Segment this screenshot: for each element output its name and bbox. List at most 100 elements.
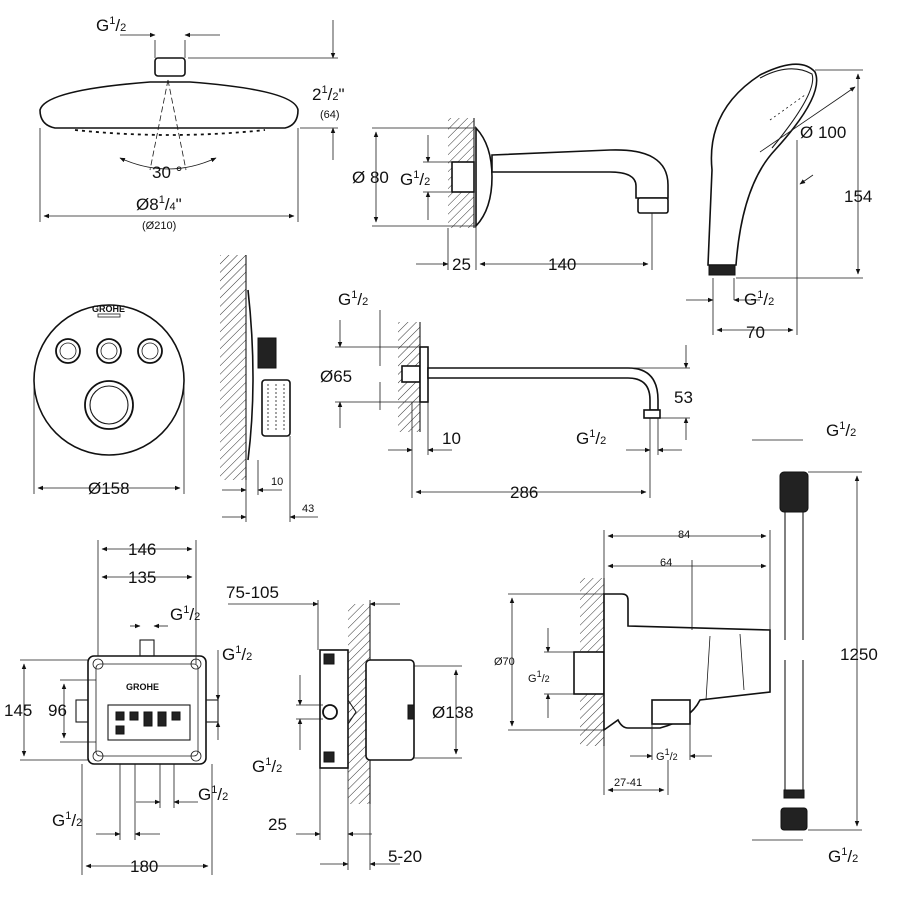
elbow-thread-label: G1/2 [528,669,550,685]
spout-outlet [637,197,669,214]
box-adjust-label: 5-20 [388,847,422,866]
arm-outlet [643,409,661,419]
spout-thread-label: G1/2 [400,169,430,189]
outlet-button-2-inner [100,342,118,360]
elbow-detail [705,633,745,701]
spout-wall-label: 25 [452,255,471,274]
hand-shower-nozzles [769,94,806,121]
thermostat-side-labels: 10 43 [271,476,314,515]
head-diameter-mm: (Ø210) [142,220,176,232]
head-shower-connector [154,57,186,77]
outlet-button-3-inner [141,342,159,360]
box-symbol [115,711,125,721]
hand-shower-view [686,63,863,335]
box-height-outer-label: 145 [4,701,32,720]
spout-flange [475,125,493,229]
elbow-wall-label: 27-41 [614,777,642,789]
hose-nut-bottom [780,807,808,831]
wall-hatch [348,604,370,804]
box-symbol [143,711,153,727]
box-screw [92,750,104,762]
spout-flange-label: Ø 80 [352,168,389,187]
arm-length-label: 286 [510,483,538,502]
dim-line [799,174,814,185]
head-diameter-label: Ø81/4" [136,194,182,214]
wall-hatch [220,255,246,480]
box-side-thread-label: G1/2 [252,756,282,776]
shower-arm-view [335,310,690,498]
box-height-inner-label: 96 [48,701,67,720]
box-diameter-label: Ø138 [432,703,474,722]
arm-flange [419,346,429,403]
thermo-depth-a: 10 [271,476,283,488]
box-bottom-thread-label: G1/2 [52,810,82,830]
arm-pipe [427,367,659,411]
hand-shower-ring [708,264,736,276]
box-side-arrow [347,698,357,726]
head-height-label: 21/2" [312,84,345,104]
box-screw [92,658,104,670]
head-shower-nozzles [74,129,266,136]
hose-nut-top [779,471,809,513]
box-top-inlet [139,639,155,657]
thermostat-knob [84,380,134,430]
head-thread-label: G1/2 [96,15,126,35]
elbow-width-outer-label: 84 [678,529,690,541]
outlet-button-3 [137,338,163,364]
concealed-box-front-labels: 146 135 145 96 G1/2 G1/2 G1/2 G1/2 180 [4,540,252,876]
spout-length-label: 140 [548,255,576,274]
thermostat-logo: GROHE [92,304,125,314]
arm-flange-label: Ø65 [320,367,352,386]
thermostat-rosette [33,304,185,456]
dim-line [841,86,856,97]
box-outlet-thread-label: G1/2 [198,784,228,804]
wall-elbow-labels: 84 64 Ø70 G1/2 G1/2 27-41 [494,529,690,789]
head-shower-labels: G1/2 21/2" (64) 30 ° Ø81/4" (Ø210) [96,15,345,232]
box-symbol [115,725,125,735]
box-depth-range-label: 75-105 [226,583,279,602]
head-height-mm: (64) [320,109,340,121]
shower-hose-view [752,439,862,841]
box-side-body [365,659,415,761]
thermostat-knob-inner [89,385,129,425]
outlet-button-1-inner [59,342,77,360]
concealed-box-side-view [228,600,462,870]
box-right-thread-label: G1/2 [222,644,252,664]
box-logo: GROHE [126,682,159,692]
arm-thread [401,365,421,383]
hand-shower-body [707,63,818,266]
outlet-button-2 [96,338,122,364]
box-side-clip [323,653,335,665]
shower-hose-labels: G1/2 1250 G1/2 [826,420,878,866]
spray-angle-label: 30 ° [152,163,182,182]
box-base-label: 180 [130,857,158,876]
thermostat-logo-bar [97,313,121,318]
hand-length-label: 154 [844,187,872,206]
outlet-button-side [257,337,277,369]
bath-spout-labels: Ø 80 G1/2 25 140 [352,168,576,274]
shower-arm-labels: G1/2 Ø65 10 G1/2 286 53 [320,289,693,502]
hand-width-label: 70 [746,323,765,342]
box-symbol [157,711,167,727]
box-label-panel [107,704,191,741]
concealed-box-front-view: GROHE [20,540,221,875]
arm-thread-label: G1/2 [338,289,368,309]
concealed-box-side-labels: 75-105 Ø138 G1/2 25 5-20 [226,583,474,866]
thermo-diameter-label: Ø158 [88,479,130,498]
wall-elbow-view [508,530,771,795]
outlet-button-1 [55,338,81,364]
elbow-width-inner-label: 64 [660,557,672,569]
thermostat-front-view: GROHE [33,304,185,494]
spout-body [491,149,669,199]
hose-bottom-thread-label: G1/2 [828,846,858,866]
box-symbol [171,711,181,721]
elbow-diameter-label: Ø70 [494,656,515,668]
box-frame [87,655,207,765]
hand-thread-label: G1/2 [744,289,774,309]
spray-axis [167,79,187,171]
dim-line [759,95,843,153]
head-shower-body [39,81,299,129]
arm-outlet-label: G1/2 [576,428,606,448]
head-shower-view [39,20,338,222]
